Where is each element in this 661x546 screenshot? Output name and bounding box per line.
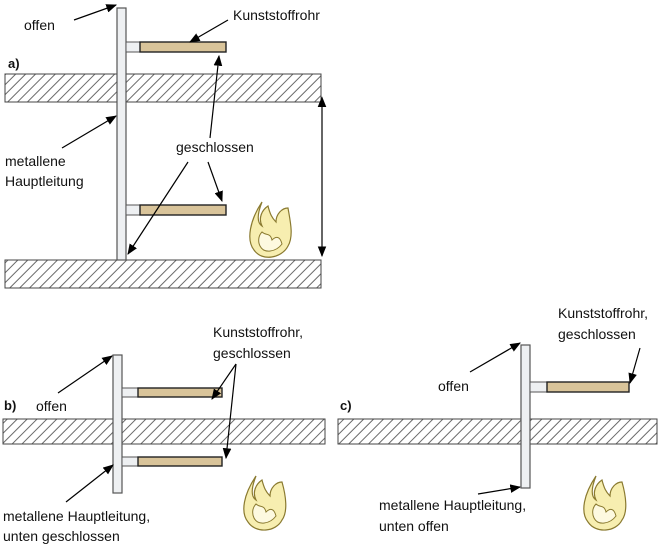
upper-plastic-pipe-b bbox=[137, 387, 223, 398]
panel-c: c) offen Kunststoffrohr, geschlossen met… bbox=[337, 305, 658, 534]
arrow-open-c bbox=[469, 342, 521, 373]
label-main-b-line2: unten geschlossen bbox=[3, 528, 120, 544]
label-open-a: offen bbox=[24, 17, 55, 33]
panel-a: a) offen Kunststoffrohr geschlossen meta… bbox=[4, 4, 327, 289]
label-main-a-line2: Hauptleitung bbox=[5, 173, 84, 189]
label-plastic-c-line1: Kunststoffrohr, bbox=[558, 305, 648, 321]
upper-stub-a bbox=[125, 41, 141, 53]
flame-icon-a bbox=[249, 201, 292, 258]
arrow-plastic-a bbox=[189, 19, 229, 43]
arrow-open-a bbox=[73, 4, 118, 21]
arrow-closed-end-a bbox=[207, 161, 223, 203]
floor-slab-a bbox=[4, 259, 322, 289]
label-open-c: offen bbox=[438, 378, 469, 394]
arrow-open-b bbox=[57, 355, 113, 394]
panel-a-letter: a) bbox=[8, 56, 20, 71]
label-main-c-line1: metallene Hauptleitung, bbox=[379, 497, 526, 513]
panel-b-letter: b) bbox=[4, 398, 16, 413]
label-plastic-b-line2: geschlossen bbox=[213, 345, 291, 361]
arrow-main-c bbox=[477, 484, 522, 495]
ceiling-slab-b bbox=[2, 418, 326, 445]
arrow-plastic-c bbox=[628, 347, 641, 385]
lower-stub-a bbox=[125, 204, 141, 216]
main-metal-pipe-a bbox=[116, 7, 127, 261]
arrow-closed-top-a bbox=[209, 54, 223, 139]
flame-icon-b bbox=[243, 475, 287, 531]
arrow-closed-bottom-a bbox=[127, 161, 189, 255]
label-main-c-line2: unten offen bbox=[379, 518, 449, 534]
label-open-b: offen bbox=[36, 398, 67, 414]
lower-plastic-pipe-a bbox=[139, 204, 227, 216]
ceiling-slab-c bbox=[337, 418, 658, 445]
label-plastic-b-line1: Kunststoffrohr, bbox=[213, 324, 303, 340]
plastic-pipe-c bbox=[546, 381, 630, 393]
panel-c-letter: c) bbox=[340, 398, 352, 413]
label-plastic-c-line2: geschlossen bbox=[558, 326, 636, 342]
label-closed-a: geschlossen bbox=[176, 139, 254, 155]
upper-plastic-pipe-a bbox=[139, 41, 227, 53]
arrow-main-b bbox=[65, 464, 114, 503]
upper-stub-b bbox=[121, 387, 139, 398]
main-metal-pipe-b bbox=[112, 354, 123, 494]
label-main-b-line1: metallene Hauptleitung, bbox=[3, 508, 150, 524]
lower-plastic-pipe-b bbox=[137, 456, 223, 467]
panel-b: b) offen Kunststoffrohr, geschlossen met… bbox=[2, 324, 326, 544]
ceiling-slab-a bbox=[4, 73, 322, 103]
main-metal-pipe-c bbox=[520, 344, 531, 489]
lower-stub-b bbox=[121, 456, 139, 467]
arrow-main-a bbox=[61, 115, 117, 149]
arrow-plastic-b-upper bbox=[211, 363, 237, 400]
label-plastic-a: Kunststoffrohr bbox=[233, 7, 320, 23]
flame-icon-c bbox=[583, 475, 627, 531]
label-main-a-line1: metallene bbox=[5, 153, 66, 169]
stub-c bbox=[529, 381, 548, 393]
arrow-plastic-b-lower bbox=[222, 363, 237, 460]
